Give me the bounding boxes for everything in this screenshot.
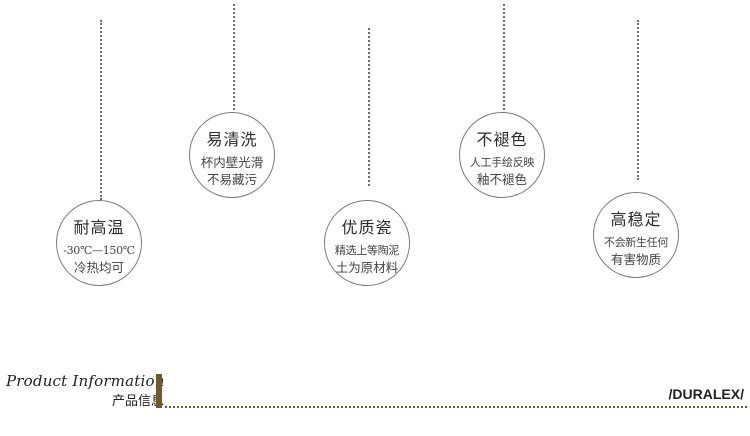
feature-circle: 高稳定 不会新生任何 有害物质 — [593, 192, 679, 278]
product-info-footer: Product Information 产品信息 /DURALEX/ — [0, 370, 750, 410]
feature-title: 耐高温 — [73, 218, 125, 237]
section-title-en: Product Information — [6, 372, 165, 390]
dotted-connector — [637, 20, 639, 180]
feature-line: 土为原材料 — [335, 260, 399, 275]
brand-name: /DURALEX/ — [668, 386, 744, 402]
dotted-connector — [368, 28, 370, 186]
feature-circle: 易清洗 杯内壁光滑 不易藏污 — [189, 112, 275, 198]
dotted-divider — [165, 406, 747, 408]
feature-line: 釉不褪色 — [476, 172, 527, 187]
feature-line: -30℃—150℃ — [63, 244, 135, 257]
dotted-connector — [100, 20, 102, 200]
feature-line: 有害物质 — [610, 252, 661, 267]
accent-bar — [156, 374, 162, 408]
feature-circle: 耐高温 -30℃—150℃ 冷热均可 — [56, 200, 142, 286]
feature-line: 冷热均可 — [73, 260, 124, 275]
dotted-connector — [233, 4, 235, 114]
feature-title: 易清洗 — [206, 130, 258, 149]
feature-circle: 优质瓷 精选上等陶泥 土为原材料 — [324, 200, 410, 286]
feature-title: 高稳定 — [610, 210, 662, 229]
feature-title: 不褪色 — [476, 130, 528, 149]
feature-line: 不易藏污 — [206, 172, 257, 187]
section-title-cn: 产品信息 — [112, 394, 165, 409]
feature-line: 不会新生任何 — [603, 236, 669, 249]
dotted-connector — [503, 4, 505, 114]
feature-line: 杯内壁光滑 — [200, 155, 264, 170]
feature-line: 人工手绘反映 — [469, 156, 535, 169]
feature-circle: 不褪色 人工手绘反映 釉不褪色 — [459, 112, 545, 198]
feature-line: 精选上等陶泥 — [334, 244, 400, 257]
feature-title: 优质瓷 — [341, 218, 393, 237]
